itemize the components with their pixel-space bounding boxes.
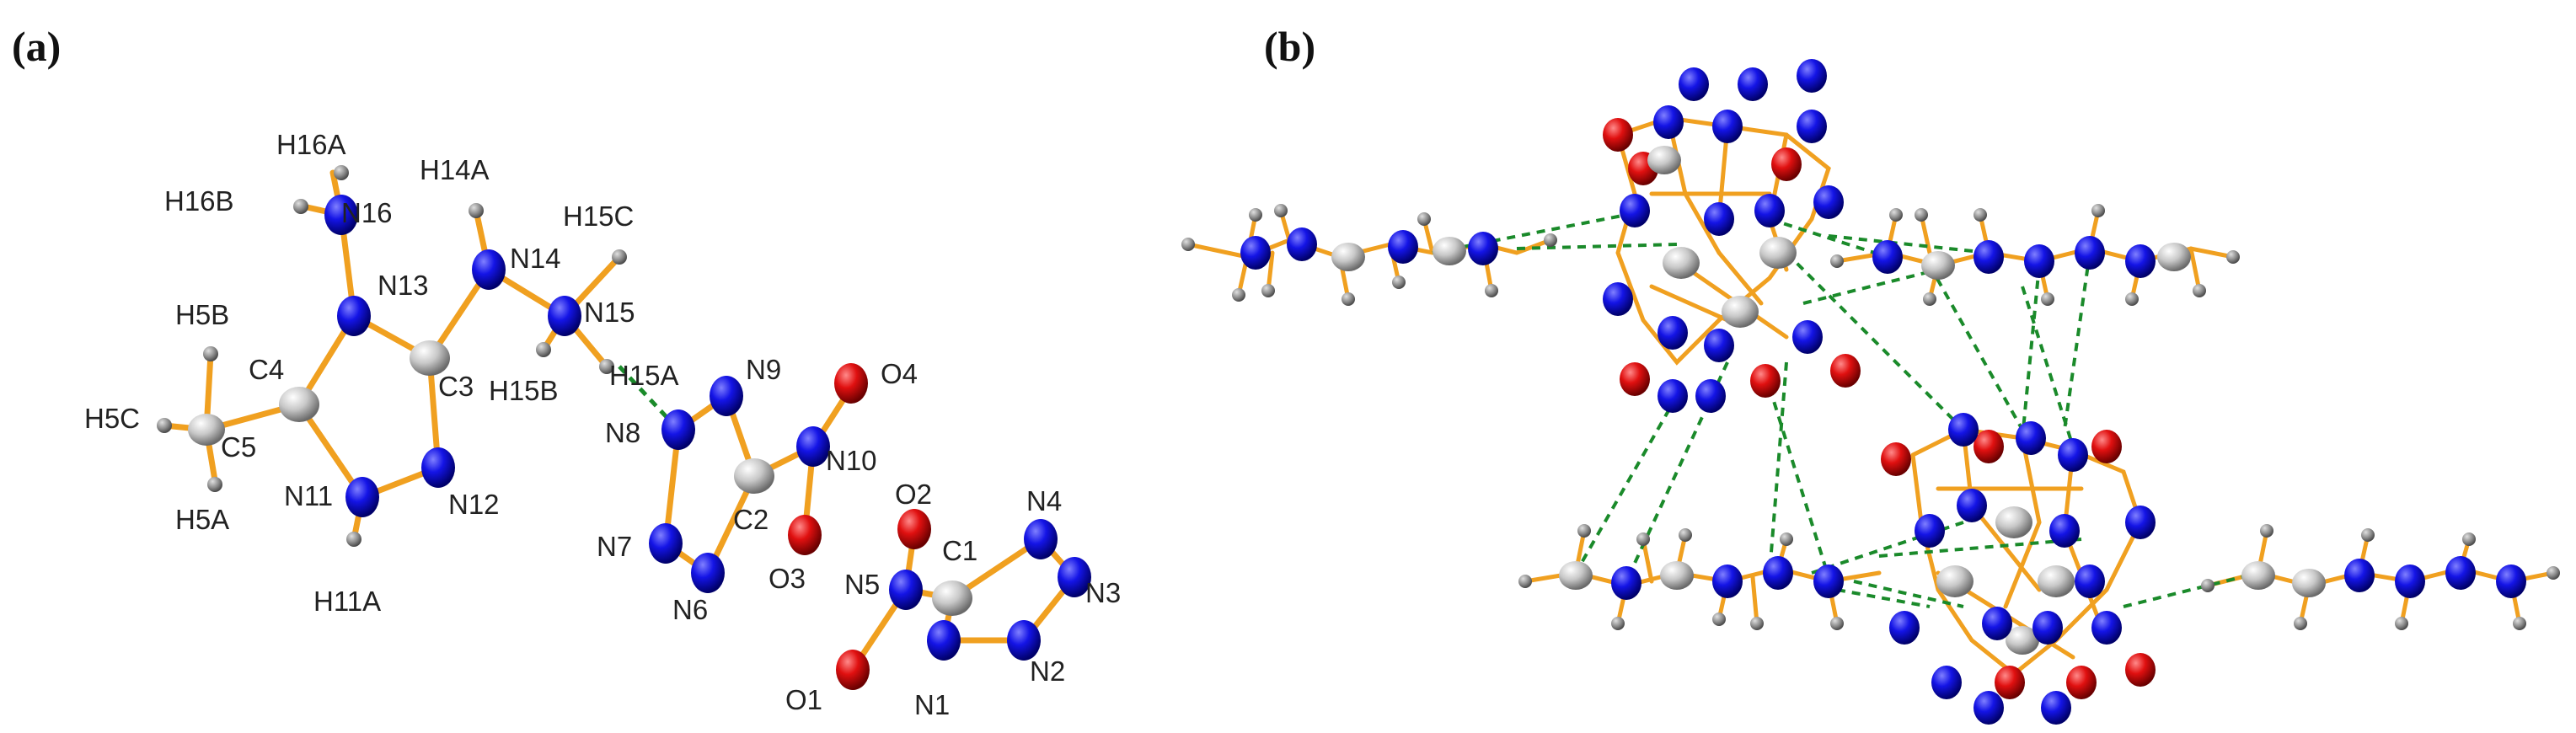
atom-label: N12 (448, 489, 500, 520)
atom-label: O1 (785, 684, 822, 715)
atom-label: C3 (438, 371, 474, 402)
atom-label: O4 (881, 358, 918, 389)
atom-label: N1 (914, 689, 950, 720)
atom-label: H11A (313, 586, 381, 617)
chains-b (1186, 115, 2556, 677)
atom-label: N5 (844, 569, 880, 600)
atoms-a (157, 165, 1091, 690)
atom-label: C1 (942, 535, 977, 566)
atom-label: H14A (420, 154, 490, 185)
atom-label: N9 (746, 354, 781, 385)
panel-a-molecule: H16A H16B N16 H14A H15C N14 N13 N15 H5B … (84, 129, 1121, 720)
atom-label: H16A (276, 129, 346, 160)
atom-label: N13 (378, 270, 429, 301)
atom-label: N15 (584, 297, 635, 328)
panel-a-label: (a) (12, 23, 61, 70)
atom-label: C4 (249, 354, 284, 385)
atom-label: C2 (733, 504, 769, 535)
atom-label: H5B (175, 299, 229, 330)
atom-labels-a: H16A H16B N16 H14A H15C N14 N13 N15 H5B … (84, 129, 1121, 720)
atom-label: H15A (609, 360, 679, 391)
atom-label: N2 (1030, 655, 1065, 687)
atom-label: C5 (221, 431, 256, 463)
atom-label: N11 (284, 480, 333, 511)
atom-label: O2 (895, 479, 932, 510)
atom-label: H15C (563, 201, 634, 232)
atom-label: N6 (672, 594, 708, 625)
atom-label: H5A (175, 504, 229, 535)
atoms-b (1181, 59, 2560, 725)
atom-label: N3 (1085, 577, 1121, 608)
panel-b-packing (1181, 59, 2560, 725)
atom-label: H16B (164, 185, 234, 217)
atom-label: H5C (84, 403, 140, 434)
atom-label: N14 (510, 243, 561, 274)
atom-label: O3 (769, 563, 806, 594)
atom-label: N7 (597, 531, 632, 562)
atom-label: N4 (1026, 485, 1062, 516)
atom-label: N16 (341, 197, 393, 228)
atom-label: H15B (489, 375, 559, 406)
atom-label: N10 (826, 445, 877, 476)
panel-b-label: (b) (1264, 23, 1315, 70)
atom-label: N8 (605, 417, 640, 448)
